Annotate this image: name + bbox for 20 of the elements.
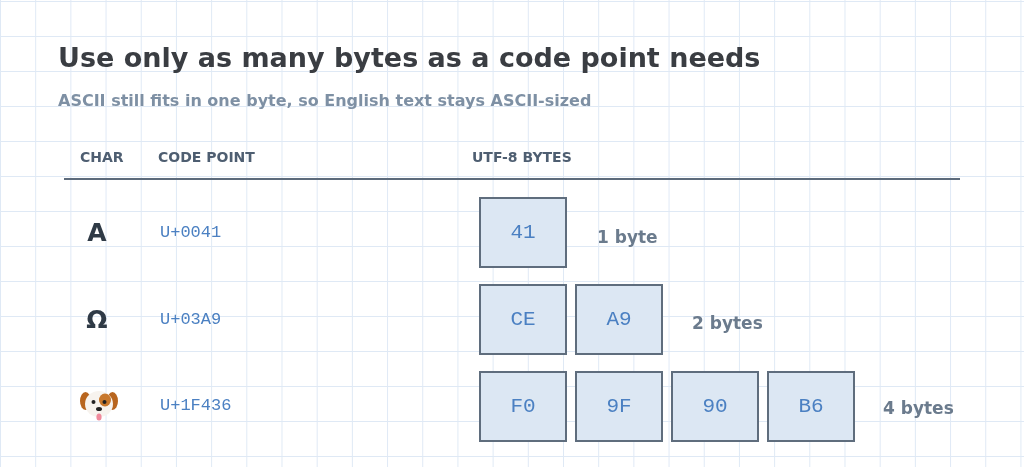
byte-box: CE — [479, 284, 567, 355]
byte-box: 41 — [479, 197, 567, 268]
byte-count: 1 byte — [597, 226, 658, 248]
subtitle: ASCII still fits in one byte, so English text stays ASCII-sized — [58, 91, 592, 111]
byte-count: 2 bytes — [692, 312, 763, 334]
code-point: U+03A9 — [160, 309, 222, 331]
byte-box: 9F — [575, 371, 663, 442]
byte-box: 90 — [671, 371, 759, 442]
character-glyph: A — [86, 218, 108, 248]
column-header: CHAR — [80, 148, 124, 166]
code-point: U+0041 — [160, 222, 222, 244]
column-header: CODE POINT — [158, 148, 255, 166]
byte-box: B6 — [767, 371, 855, 442]
character-glyph: Ω — [85, 305, 109, 335]
code-point: U+1F436 — [160, 395, 232, 417]
byte-count: 4 bytes — [883, 397, 954, 419]
title: Use only as many bytes as a code point needs — [58, 41, 761, 75]
byte-box: A9 — [575, 284, 663, 355]
column-header: UTF-8 BYTES — [472, 148, 572, 166]
byte-box: F0 — [479, 371, 567, 442]
